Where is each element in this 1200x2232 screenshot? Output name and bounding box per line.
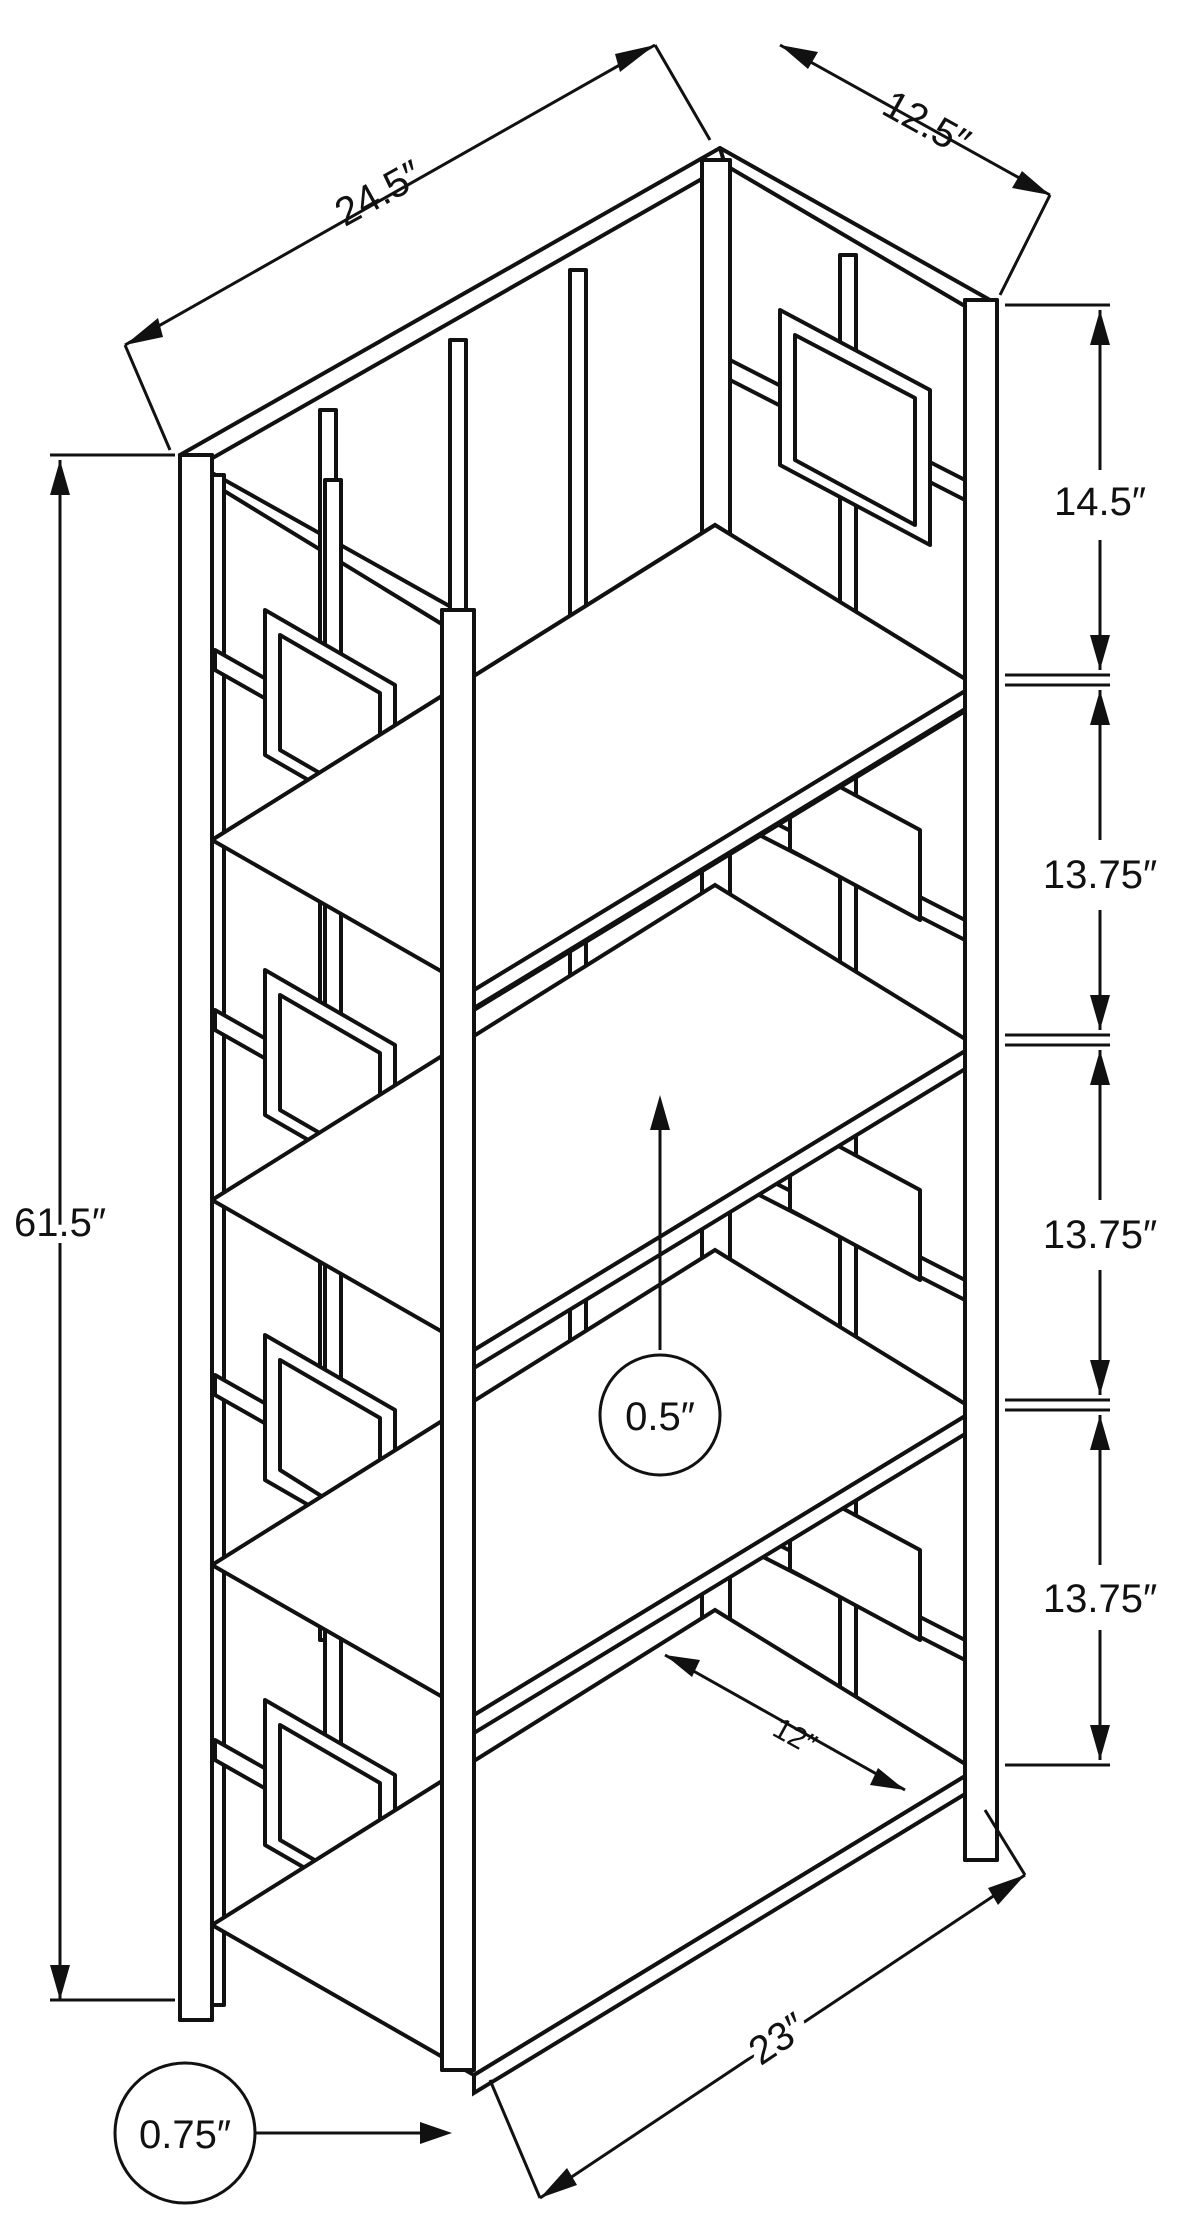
shelf-thickness-callout [598, 1353, 722, 1477]
shelf-thickness-label: 0.5″ [625, 1395, 695, 1439]
shelf-spacing-4-label: 13.75″ [1043, 1577, 1157, 1621]
base-width-label: 23″ [741, 2005, 814, 2074]
top-width-label: 24.5″ [328, 152, 430, 235]
leg-thickness-callout [113, 2061, 257, 2205]
shelf-spacing-top-label: 14.5″ [1054, 480, 1146, 524]
shelves [208, 522, 979, 2097]
shelf-spacing-3-label: 13.75″ [1043, 1213, 1157, 1257]
dimension-lines [50, 43, 1110, 2200]
top-depth-label: 12.5″ [875, 82, 977, 165]
shelf-spacing-2-label: 13.75″ [1043, 853, 1157, 897]
leg-thickness-label: 0.75″ [139, 2113, 231, 2157]
overall-height-label: 61.5″ [14, 1201, 106, 1245]
